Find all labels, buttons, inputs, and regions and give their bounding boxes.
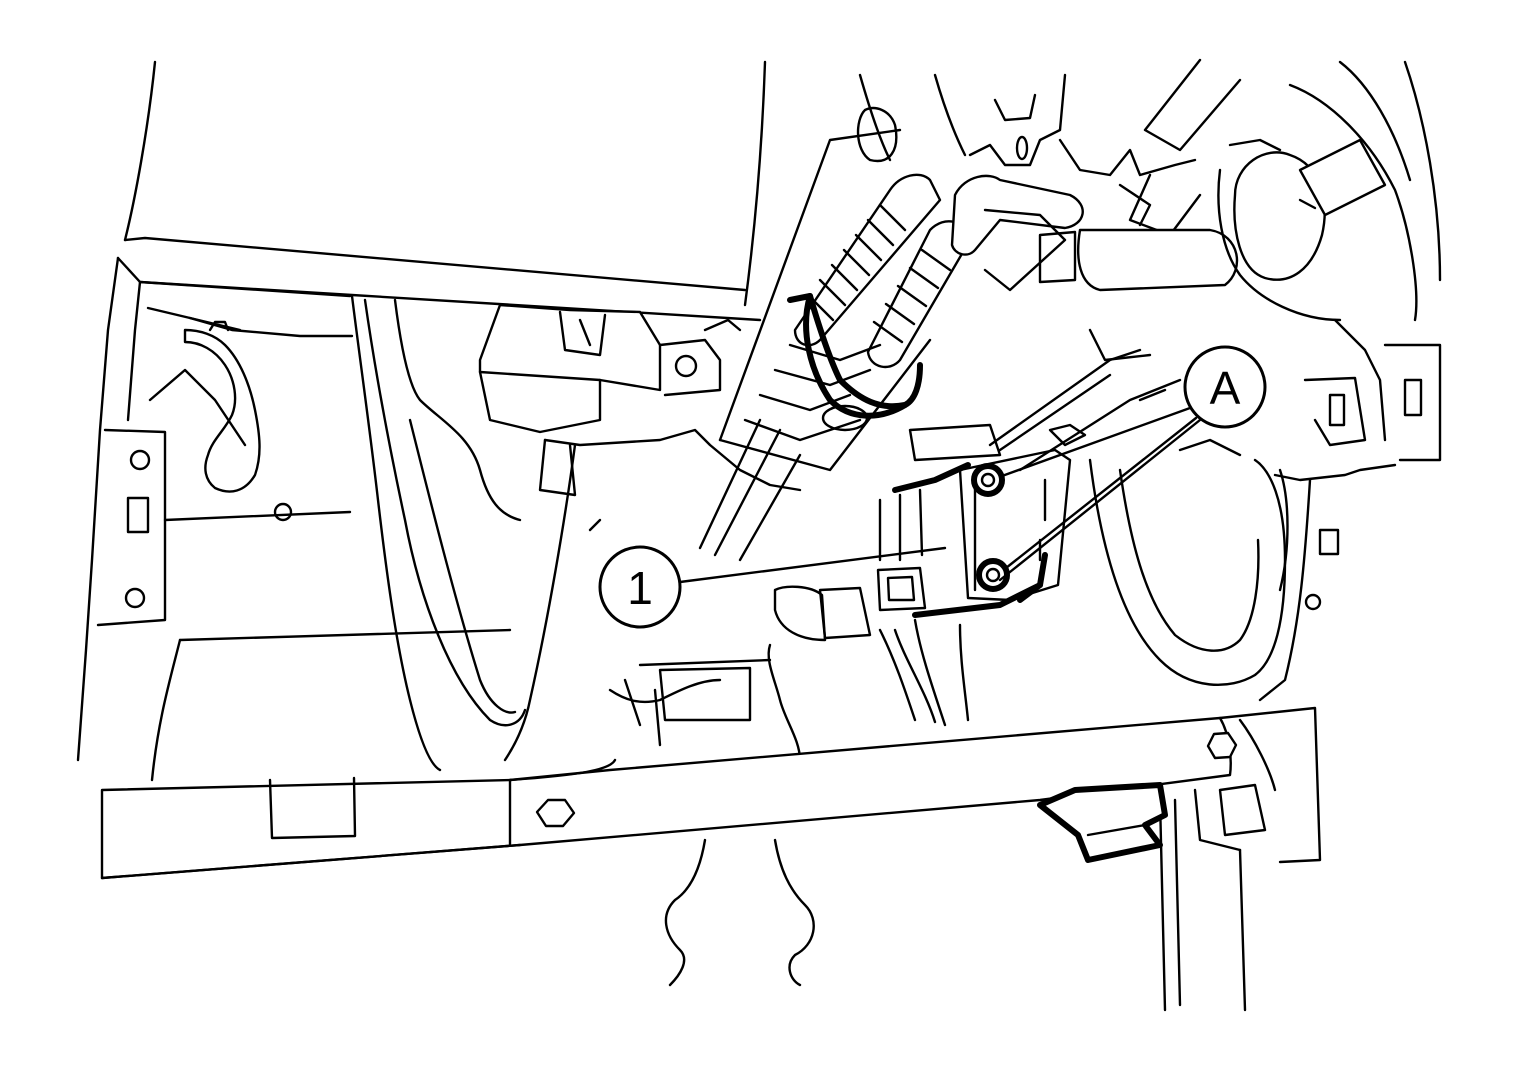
hex-bolt-right <box>1206 731 1238 760</box>
callout-1: 1 <box>598 545 682 629</box>
mounting-bolt-lower <box>976 558 1010 592</box>
tilt-spring-left <box>793 173 942 347</box>
center-console-side <box>350 294 527 772</box>
tilt-spring-right <box>866 220 972 369</box>
hook-bracket <box>950 174 1084 292</box>
tilt-lever-guide <box>787 293 923 419</box>
steering-connector <box>773 423 1002 642</box>
callout-a: A <box>1183 345 1267 429</box>
lower-dash-frame <box>76 256 762 782</box>
right-side-bracket <box>1258 318 1442 702</box>
callout-1-label: 1 <box>627 562 653 614</box>
knee-protector-bracket <box>503 428 802 762</box>
callout-a-label: A <box>1210 362 1241 414</box>
right-lower-bracket <box>1158 706 1322 1012</box>
steering-column-housing <box>698 128 932 562</box>
steering-member-crossbar <box>100 716 1238 880</box>
highlighted-clip <box>1037 782 1168 863</box>
instrument-panel-upper <box>123 60 767 307</box>
harness-clip-left <box>148 320 261 493</box>
brace-rods <box>988 328 1202 582</box>
relay-bracket <box>478 303 742 434</box>
upper-cross-member <box>856 58 1242 292</box>
lower-steering-shaft <box>638 643 815 987</box>
hex-bolt-left <box>535 798 576 828</box>
pedal-bracket-loop <box>1088 438 1287 686</box>
highlighted-mounting-bracket <box>892 462 1048 618</box>
leader-lines <box>678 406 1198 584</box>
mounting-bolt-upper <box>971 463 1005 497</box>
ignition-key-cylinder <box>1217 60 1442 322</box>
wiring-harness <box>878 618 970 727</box>
